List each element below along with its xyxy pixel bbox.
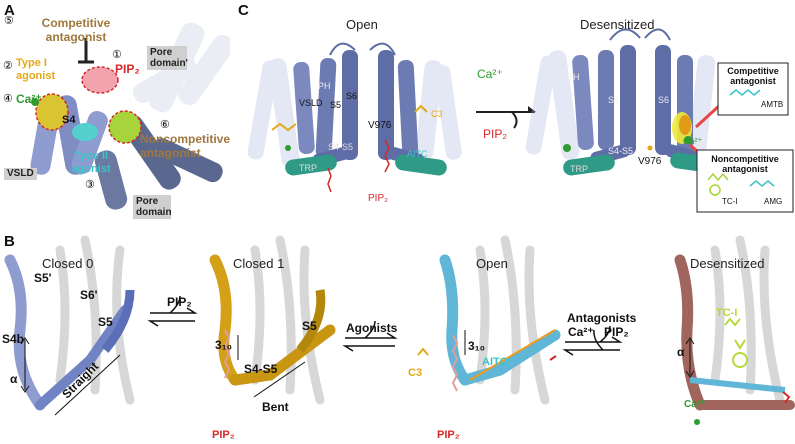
open-b-310-label: 3₁₀	[468, 339, 486, 353]
arrow3-pip2-label: PIP₂	[604, 325, 629, 339]
site-4-num: ④	[3, 93, 13, 105]
closed1-310-label: 3₁₀	[215, 338, 233, 352]
open-vsld-label: VSLD	[299, 98, 323, 108]
arrow3-calcium-label: Ca²⁺	[568, 325, 594, 339]
des-v976-label: V976	[638, 156, 662, 167]
panel-c-letter: C	[238, 2, 249, 19]
closed0-s5p-label: S5'	[34, 271, 52, 285]
des-ph-label: PH	[567, 72, 580, 82]
open-s6-label: S6	[346, 91, 358, 101]
arrow1-pip2-label: PIP₂	[167, 295, 192, 309]
tci-compound-label: TC-I	[722, 197, 738, 206]
type1-agonist-label: Type I agonist	[16, 57, 56, 82]
open-c3-label: C3	[431, 109, 443, 119]
des-trp-label: TRP	[570, 164, 588, 174]
panel-a-graphic	[30, 22, 230, 210]
closed0-s4b-label: S4b	[2, 332, 25, 346]
arrow2-agonists-label: Agonists	[346, 321, 398, 335]
noncompetitive-site-blob	[108, 110, 142, 144]
closed0-structure	[4, 235, 135, 416]
des-calcium-label: Ca²⁺	[683, 136, 703, 146]
des-s4s5-label: S4-S5	[608, 146, 634, 156]
competitive-box-title: Competitive antagonist	[727, 66, 779, 86]
open-to-desensitized-b-arrows	[562, 325, 623, 356]
panel-b-letter: B	[4, 233, 15, 250]
site-2-num: ②	[3, 60, 13, 72]
site-3-num: ③	[85, 179, 95, 191]
closed1-bent-label: Bent	[262, 400, 289, 414]
closed0-to-closed1-arrows	[147, 295, 198, 327]
open-b-pip2-label: PIP₂	[437, 429, 460, 441]
open-b-aitc-label: AITC	[482, 356, 508, 368]
pip2-site-blob	[81, 66, 119, 94]
desensitized-title-c: Desensitized	[580, 17, 655, 32]
noncompetitive-antagonist-box	[696, 149, 794, 213]
closed1-title: Closed 1	[233, 256, 285, 271]
open-s5-label: S5	[330, 100, 342, 110]
arrow3-antagonists-label: Antagonists	[567, 311, 637, 325]
type2-agonist-label: Type II agonist	[71, 150, 111, 175]
site-1-num: ①	[112, 49, 122, 61]
closed1-to-open-arrows	[342, 320, 398, 352]
desensitized-calcium-label: Ca²⁺	[684, 399, 706, 410]
desensitized-b-structure	[674, 235, 795, 425]
closed0-alpha-label: α	[10, 372, 18, 386]
panel-a-letter: A	[4, 2, 15, 19]
open-s4s5-label: S4-S5	[328, 142, 354, 152]
closed0-s5-label: S5	[98, 315, 113, 329]
desensitized-b-title: Desensitized	[690, 256, 765, 271]
type2-site-blob	[72, 123, 98, 141]
s4-label: S4	[62, 114, 76, 126]
open-b-c3-label: C3	[408, 367, 423, 379]
open-aitc-label: AITC	[407, 149, 428, 159]
desensitized-structure	[525, 28, 731, 182]
desensitized-alpha-label: α	[677, 345, 685, 359]
desensitized-tci-label: TC-I	[716, 307, 738, 319]
amtb-label: AMTB	[761, 100, 784, 109]
pore-domain-label: Pore domain	[133, 195, 172, 219]
closed0-s6p-label: S6'	[80, 288, 98, 302]
noncompetitive-box-title: Noncompetitive antagonist	[711, 154, 779, 174]
site-5-num: ⑤	[4, 15, 14, 27]
des-s5-label: S5	[608, 95, 620, 105]
pore-domain-prime-label: Pore domain'	[147, 46, 188, 70]
calcium-site-label: Ca²⁺	[16, 92, 42, 106]
closed1-structure	[209, 235, 336, 405]
arrow-pip2-label: PIP₂	[483, 127, 507, 141]
open-structure	[247, 42, 462, 193]
pip2-site-label: PIP₂	[115, 62, 140, 76]
open-b-structure	[417, 235, 561, 405]
competitive-antagonist-label: Competitive antagonist	[41, 16, 111, 44]
amg-compound-label: AMG	[764, 197, 783, 206]
type1-site-blob	[35, 93, 69, 131]
noncompetitive-antagonist-label: Noncompetitive antagonist	[140, 132, 231, 160]
panel-c-graphic	[247, 28, 794, 213]
open-v976-label: V976	[368, 120, 392, 131]
des-s6-label: S6	[658, 95, 670, 105]
open-b-title: Open	[476, 256, 508, 271]
closed1-s4s5-label: S4-S5	[244, 362, 278, 376]
competitive-antagonist-box	[717, 62, 789, 116]
open-trp-label: TRP	[299, 163, 317, 173]
arrow-calcium-label: Ca²⁺	[477, 67, 503, 81]
open-ph-label: PH	[318, 81, 331, 91]
open-pip2-label: PIP₂	[368, 193, 388, 204]
panel-b-graphic	[4, 235, 795, 425]
open-title: Open	[346, 17, 378, 32]
vsld-label: VSLD	[4, 168, 37, 180]
closed1-pip2-label: PIP₂	[212, 429, 235, 441]
site-6-num: ⑥	[160, 119, 170, 131]
closed0-title: Closed 0	[42, 256, 94, 271]
closed1-s5-label: S5	[302, 319, 317, 333]
